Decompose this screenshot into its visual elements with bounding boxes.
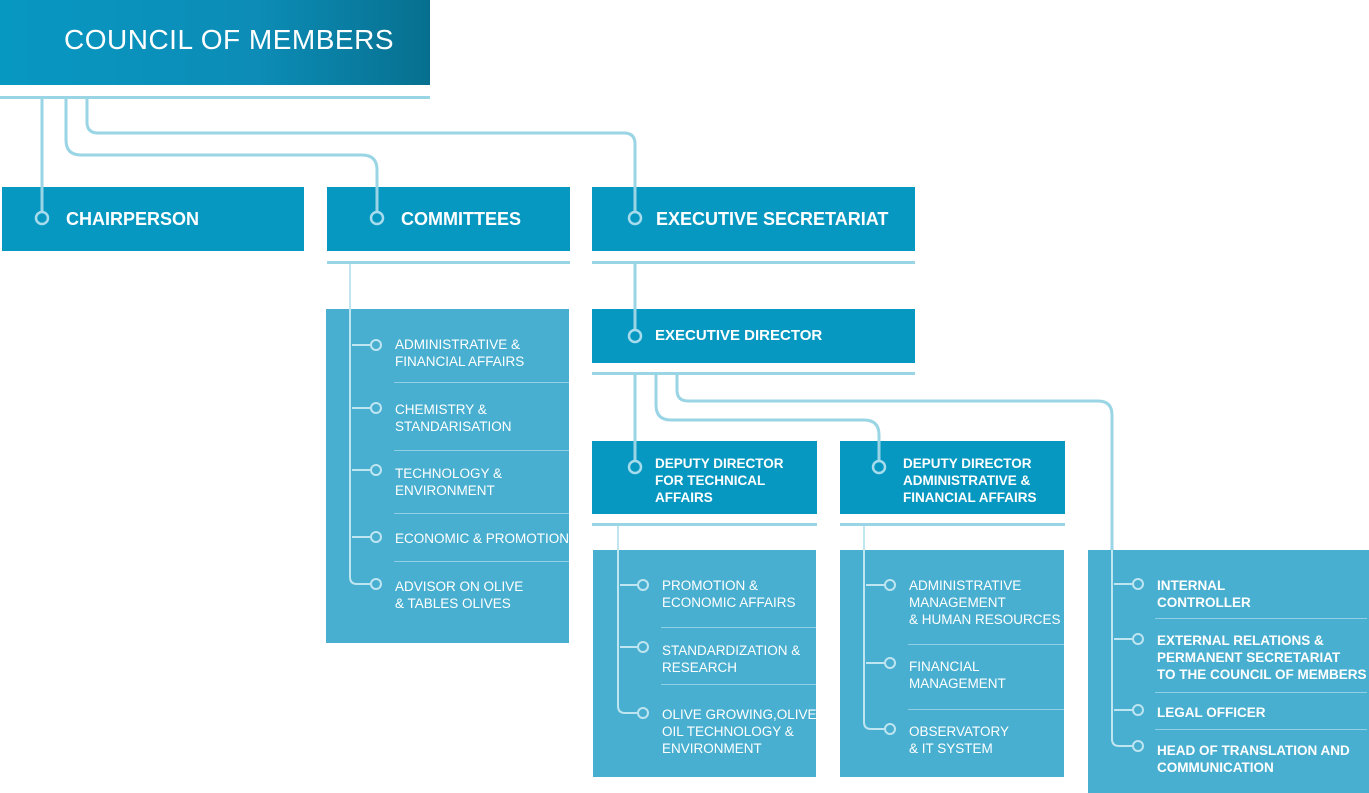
node-dot	[884, 657, 896, 669]
node-dot	[1132, 704, 1144, 716]
chairperson-label: CHAIRPERSON	[66, 209, 200, 229]
node-dot	[1132, 633, 1144, 645]
executive-director-rule	[592, 372, 915, 375]
node-dot	[627, 459, 643, 475]
node-dot	[1132, 740, 1144, 752]
node-dot	[871, 459, 887, 475]
node-dot	[627, 210, 643, 226]
council-title: COUNCIL OF MEMBERS	[64, 24, 394, 55]
committee-item: ADVISOR ON OLIVE& TABLES OLIVES	[395, 579, 524, 611]
node-dot	[370, 531, 382, 543]
node-dot	[637, 579, 649, 591]
technical-tree	[617, 526, 637, 714]
connector-deputy-admin	[654, 375, 881, 467]
executive-secretariat-title: EXECUTIVE SECRETARIAT	[656, 209, 889, 229]
deputy-admin-title: DEPUTY DIRECTOR ADMINISTRATIVE & FINANCI…	[903, 456, 1037, 505]
committees-rule	[327, 261, 570, 264]
node-dot	[884, 723, 896, 735]
council-box: COUNCIL OF MEMBERS	[0, 0, 430, 85]
committee-item: ADMINISTRATIVE &FINANCIAL AFFAIRS	[395, 337, 525, 369]
divider	[394, 450, 569, 451]
node-dot	[1132, 578, 1144, 590]
technical-item: PROMOTION &ECONOMIC AFFAIRS	[662, 578, 796, 610]
council-rule	[0, 96, 430, 99]
divider	[661, 684, 816, 685]
connector-direct-reports	[675, 375, 1114, 550]
admin-tree	[863, 526, 884, 730]
committees-box: COMMITTEES	[327, 187, 570, 251]
divider	[1155, 618, 1367, 619]
node-dot	[34, 210, 50, 226]
node-dot	[627, 328, 643, 344]
chairperson-box: CHAIRPERSON	[2, 187, 304, 251]
committees-tree	[349, 264, 370, 585]
node-dot	[637, 641, 649, 653]
executive-secretariat-rule	[592, 261, 915, 264]
divider	[394, 513, 569, 514]
deputy-technical-title: DEPUTY DIRECTOR FOR TECHNICAL AFFAIRS	[655, 456, 784, 505]
connector-executive-secretariat	[85, 99, 637, 218]
direct-reports-tree	[1111, 550, 1132, 747]
deputy-technical-rule	[592, 523, 817, 526]
node-dot	[884, 579, 896, 591]
divider	[394, 561, 569, 562]
committees-title: COMMITTEES	[401, 209, 521, 229]
node-dot	[370, 464, 382, 476]
node-dot	[369, 210, 385, 226]
technical-list-panel	[593, 550, 816, 777]
direct-reports-panel	[1088, 550, 1369, 793]
node-dot	[370, 402, 382, 414]
direct-report-item: EXTERNAL RELATIONS &PERMANENT SECRETARIA…	[1157, 633, 1367, 682]
node-dot	[370, 578, 382, 590]
committee-item: TECHNOLOGY &ENVIRONMENT	[395, 466, 503, 498]
executive-secretariat-box: EXECUTIVE SECRETARIAT	[592, 187, 915, 251]
divider	[1155, 692, 1367, 693]
divider	[661, 627, 816, 628]
divider	[1155, 729, 1367, 730]
direct-report-item: LEGAL OFFICER	[1157, 705, 1266, 720]
connector-committees	[64, 99, 379, 218]
divider	[394, 382, 569, 383]
admin-item: OBSERVATORY& IT SYSTEM	[909, 724, 1010, 756]
divider	[908, 709, 1064, 710]
node-dot	[370, 339, 382, 351]
executive-director-title: EXECUTIVE DIRECTOR	[655, 327, 823, 344]
committee-item: CHEMISTRY &STANDARISATION	[395, 402, 512, 434]
deputy-technical-box: DEPUTY DIRECTOR FOR TECHNICAL AFFAIRS	[592, 441, 817, 514]
divider	[908, 644, 1064, 645]
committee-item: ECONOMIC & PROMOTION	[395, 531, 570, 546]
executive-director-box: EXECUTIVE DIRECTOR	[592, 309, 915, 363]
technical-item: STANDARDIZATION &RESEARCH	[662, 643, 801, 675]
committees-list-panel	[326, 309, 569, 643]
node-dot	[637, 707, 649, 719]
deputy-admin-rule	[840, 523, 1065, 526]
